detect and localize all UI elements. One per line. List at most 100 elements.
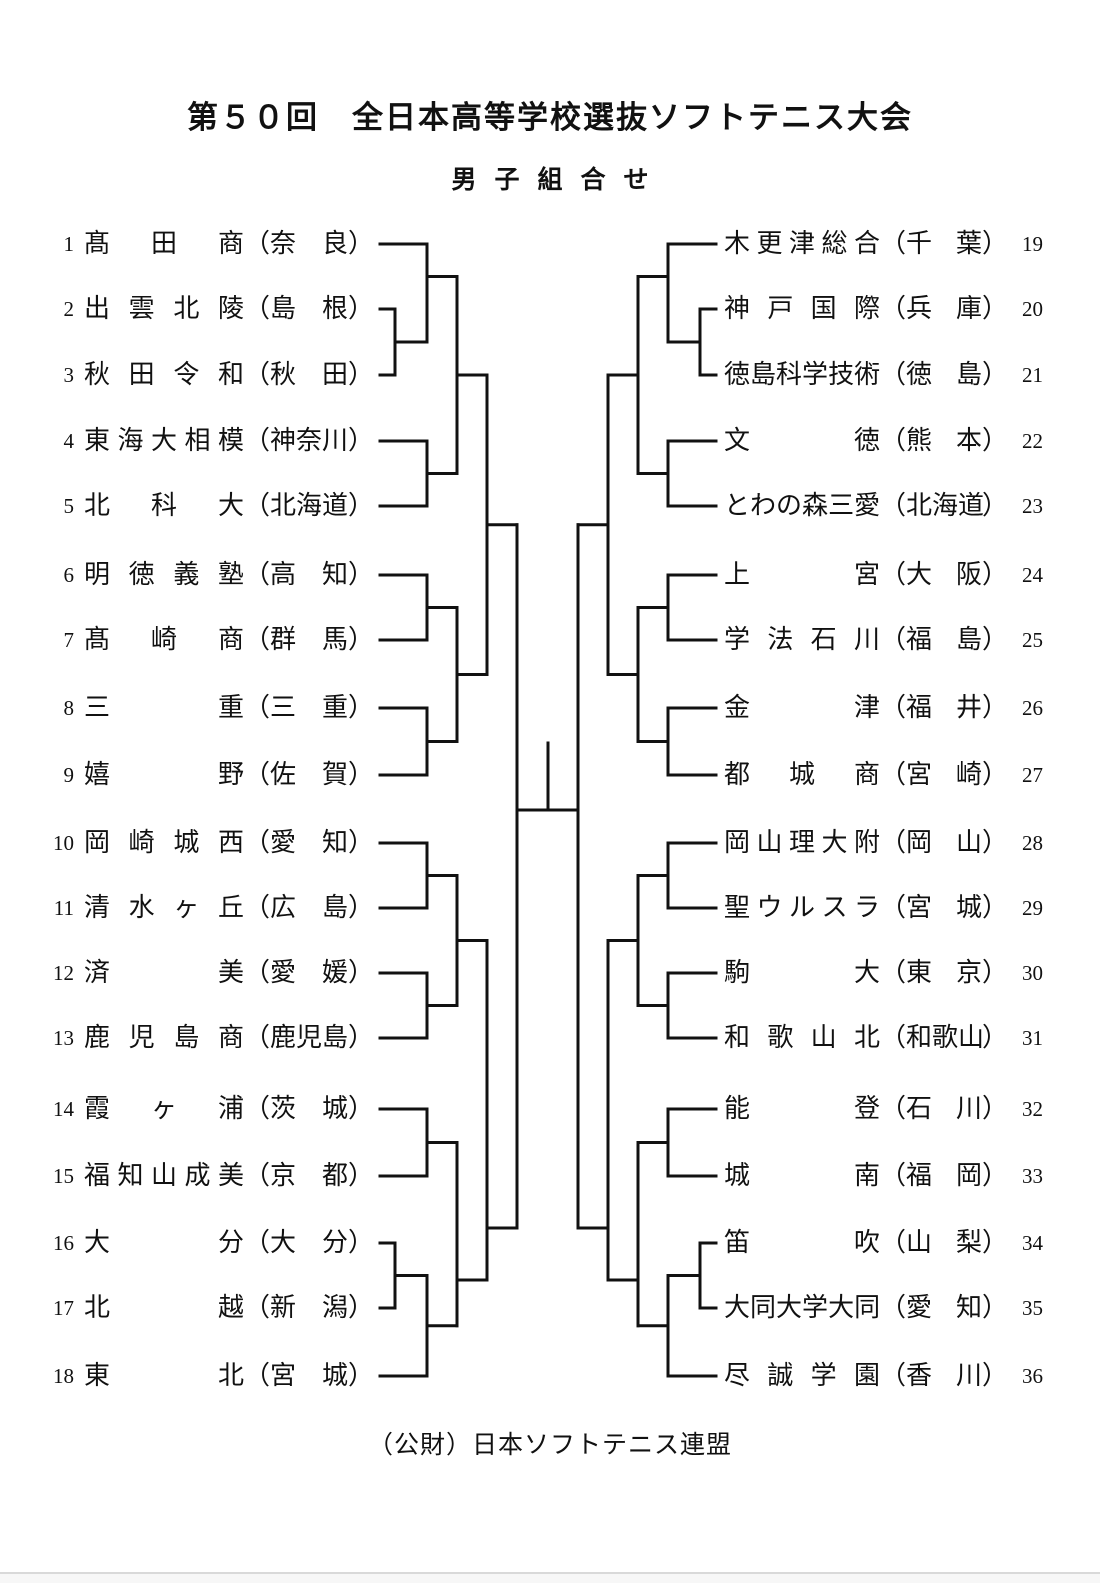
- entry-seed: 13: [53, 1026, 74, 1050]
- open-paren: （: [880, 1228, 907, 1257]
- entry-name: 駒大: [724, 958, 880, 987]
- entry-seed: 23: [1022, 494, 1043, 518]
- entry-name: 出雲北陵: [84, 294, 244, 323]
- entry-name: 鹿児島商: [84, 1023, 244, 1052]
- close-paren: ）: [982, 1228, 1009, 1257]
- entry-prefecture: 和歌山: [906, 1023, 985, 1052]
- bracket-entry-21: 徳島科学技術（徳島）21: [724, 358, 1064, 392]
- entry-seed: 5: [63, 494, 75, 518]
- open-paren: （: [880, 760, 907, 789]
- entry-prefecture: 茨城: [270, 1094, 348, 1123]
- bracket-entry-34: 笛吹（山梨）34: [724, 1226, 1064, 1260]
- open-paren: （: [244, 958, 271, 987]
- close-paren: ）: [982, 426, 1009, 455]
- open-paren: （: [244, 491, 271, 520]
- entry-name: 岡山理大附: [724, 828, 880, 857]
- entry-name: 大同大学大同: [724, 1293, 881, 1322]
- close-paren: ）: [982, 693, 1009, 722]
- page-title: 第５０回 全日本高等学校選抜ソフトテニス大会: [187, 100, 913, 135]
- entry-name: とわの森三愛: [724, 491, 881, 520]
- entry-seed: 4: [63, 429, 75, 453]
- page-bottom-edge: [0, 1572, 1100, 1583]
- entry-prefecture: 鹿児島: [270, 1023, 349, 1052]
- open-paren: （: [880, 1293, 907, 1322]
- bracket-entry-27: 都城商（宮崎）27: [724, 758, 1064, 792]
- close-paren: ）: [348, 426, 375, 455]
- entry-name: 明徳義塾: [84, 560, 244, 589]
- open-paren: （: [244, 426, 271, 455]
- bracket-entry-32: 能登（石川）32: [724, 1092, 1064, 1126]
- entry-name: 北科大: [84, 491, 244, 520]
- bracket-entry-22: 文徳（熊本）22: [724, 424, 1064, 458]
- close-paren: ）: [348, 828, 375, 857]
- close-paren: ）: [348, 693, 375, 722]
- entry-name: 髙田商: [84, 229, 244, 258]
- close-paren: ）: [348, 1361, 375, 1390]
- entry-seed: 24: [1022, 563, 1043, 587]
- open-paren: （: [244, 360, 271, 389]
- open-paren: （: [880, 1094, 907, 1123]
- open-paren: （: [244, 229, 271, 258]
- entry-prefecture: 群馬: [270, 625, 348, 654]
- entry-seed: 10: [53, 831, 74, 855]
- close-paren: ）: [348, 560, 375, 589]
- entry-prefecture: 香川: [906, 1361, 982, 1390]
- entry-name: 髙崎商: [84, 625, 244, 654]
- bracket-entry-31: 和歌山北（和歌山）31: [724, 1021, 1064, 1055]
- bracket-entry-35: 大同大学大同（愛知）35: [724, 1291, 1064, 1325]
- entry-prefecture: 福岡: [906, 1161, 982, 1190]
- open-paren: （: [880, 1361, 907, 1390]
- entry-prefecture: 大分: [270, 1228, 348, 1257]
- entry-prefecture: 北海道: [906, 491, 985, 520]
- close-paren: ）: [982, 1023, 1009, 1052]
- bracket-entry-30: 駒大（東京）30: [724, 956, 1064, 990]
- entry-name: 済美: [84, 958, 244, 987]
- open-paren: （: [880, 693, 907, 722]
- entry-prefecture: 福島: [906, 625, 982, 654]
- entry-seed: 8: [63, 696, 75, 720]
- page-subtitle: 男子組合せ: [451, 167, 667, 194]
- entry-name: 徳島科学技術: [724, 360, 881, 389]
- entry-seed: 12: [53, 961, 74, 985]
- open-paren: （: [880, 958, 907, 987]
- entry-name: 学法石川: [724, 625, 880, 654]
- open-paren: （: [880, 625, 907, 654]
- entry-name: 大分: [84, 1228, 244, 1257]
- entry-prefecture: 宮崎: [906, 760, 982, 789]
- bracket-entry-36: 尽誠学園（香川）36: [724, 1359, 1064, 1393]
- entry-seed: 31: [1022, 1026, 1043, 1050]
- close-paren: ）: [982, 491, 1009, 520]
- open-paren: （: [880, 1161, 907, 1190]
- entry-prefecture: 三重: [270, 693, 348, 722]
- entry-name: 和歌山北: [724, 1023, 880, 1052]
- entry-seed: 29: [1022, 896, 1043, 920]
- entry-prefecture: 千葉: [906, 229, 982, 258]
- close-paren: ）: [982, 1094, 1009, 1123]
- open-paren: （: [244, 1361, 271, 1390]
- entry-prefecture: 大阪: [906, 560, 982, 589]
- entry-prefecture: 新潟: [270, 1293, 348, 1322]
- bracket-entry-33: 城南（福岡）33: [724, 1159, 1064, 1193]
- entry-seed: 35: [1022, 1296, 1043, 1320]
- entry-name: 岡崎城西: [84, 828, 244, 857]
- entry-seed: 15: [53, 1164, 74, 1188]
- close-paren: ）: [348, 1094, 375, 1123]
- entry-prefecture: 佐賀: [270, 760, 348, 789]
- entry-name: 福知山成美: [84, 1161, 244, 1190]
- entry-seed: 28: [1022, 831, 1043, 855]
- open-paren: （: [244, 1228, 271, 1257]
- close-paren: ）: [982, 625, 1009, 654]
- entry-seed: 22: [1022, 429, 1043, 453]
- entry-prefecture: 兵庫: [906, 294, 982, 323]
- close-paren: ）: [348, 958, 375, 987]
- open-paren: （: [880, 360, 907, 389]
- close-paren: ）: [348, 1293, 375, 1322]
